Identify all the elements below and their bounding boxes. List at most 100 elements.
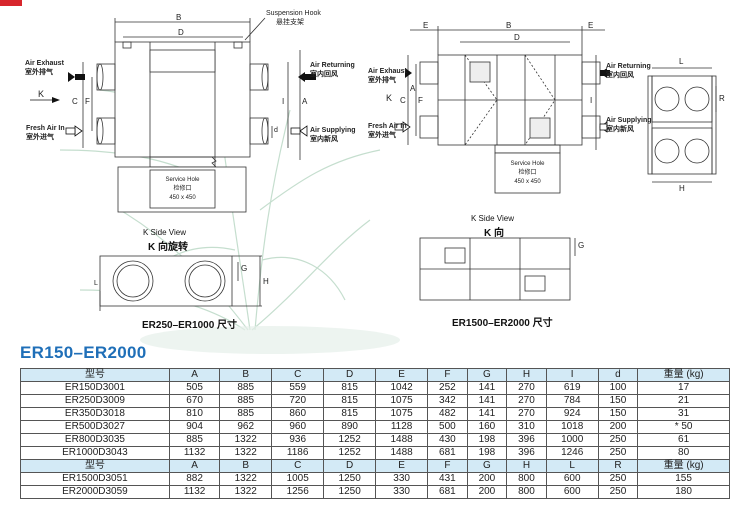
- value-cell: 141: [466, 381, 508, 395]
- right-dim-e-right: E: [588, 21, 594, 30]
- value-cell: 600: [545, 472, 599, 486]
- value-cell: 270: [506, 394, 547, 408]
- value-cell: R: [597, 459, 639, 473]
- end-dim-h: H: [679, 184, 685, 193]
- value-cell: 430: [427, 433, 468, 447]
- value-cell: 924: [545, 407, 599, 421]
- value-cell: 885: [219, 407, 273, 421]
- value-cell: 61: [637, 433, 730, 447]
- left-model-range: ER250–ER1000 尺寸: [142, 320, 238, 331]
- value-cell: 1042: [375, 381, 429, 395]
- value-cell: 1488: [375, 446, 429, 460]
- value-cell: 252: [427, 381, 468, 395]
- value-cell: 310: [506, 420, 547, 434]
- dim-d-small-label: d: [274, 127, 278, 134]
- value-cell: 396: [506, 433, 547, 447]
- value-cell: 200: [466, 485, 508, 499]
- dim-f-label: F: [85, 97, 90, 106]
- value-cell: 885: [219, 394, 273, 408]
- dim-i-label: I: [282, 97, 285, 106]
- dim-c-label: C: [72, 97, 78, 106]
- value-cell: 250: [597, 472, 639, 486]
- model-cell: ER250D3009: [20, 394, 170, 408]
- value-cell: 200: [597, 420, 639, 434]
- value-cell: 482: [427, 407, 468, 421]
- value-cell: 1246: [545, 446, 599, 460]
- value-cell: 141: [466, 394, 508, 408]
- value-cell: 150: [597, 407, 639, 421]
- right-dim-d: D: [514, 33, 520, 42]
- value-cell: 600: [545, 485, 599, 499]
- model-series-title: ER150–ER2000: [20, 343, 147, 362]
- value-cell: 1005: [271, 472, 325, 486]
- value-cell: I: [545, 368, 599, 382]
- value-cell: 1132: [168, 485, 221, 499]
- model-cell: ER150D3001: [20, 381, 170, 395]
- end-dim-r: R: [719, 94, 725, 103]
- value-cell: 270: [506, 381, 547, 395]
- value-cell: 882: [168, 472, 221, 486]
- value-cell: H: [506, 368, 547, 382]
- value-cell: L: [545, 459, 599, 473]
- left-side-view-caption-en: K Side View: [143, 228, 186, 237]
- service-hole-label: Service Hole 检修口 450 x 450: [165, 177, 200, 201]
- value-cell: 160: [466, 420, 508, 434]
- model-cell: ER2000D3059: [20, 485, 170, 499]
- right-service-hole-label: Service Hole 检修口 450 x 450: [510, 161, 545, 185]
- value-cell: 860: [271, 407, 325, 421]
- dim-a-label: A: [302, 97, 308, 106]
- value-cell: 1132: [168, 446, 221, 460]
- value-cell: G: [466, 459, 508, 473]
- value-cell: B: [219, 459, 273, 473]
- value-cell: 1186: [271, 446, 325, 460]
- value-cell: 198: [466, 446, 508, 460]
- value-cell: 784: [545, 394, 599, 408]
- value-cell: 619: [545, 381, 599, 395]
- value-cell: 1252: [323, 446, 377, 460]
- value-cell: 1075: [375, 407, 429, 421]
- right-model-range: ER1500–ER2000 尺寸: [452, 318, 553, 329]
- value-cell: 141: [466, 407, 508, 421]
- value-cell: 885: [168, 433, 221, 447]
- value-cell: 1000: [545, 433, 599, 447]
- model-cell: ER1000D3043: [20, 446, 170, 460]
- right-dim-e-left: E: [423, 21, 429, 30]
- value-cell: 1250: [323, 485, 377, 499]
- value-cell: 720: [271, 394, 325, 408]
- value-cell: D: [323, 459, 377, 473]
- value-cell: 1128: [375, 420, 429, 434]
- k-direction-label: K: [38, 89, 45, 99]
- right-dim-f: F: [418, 96, 423, 105]
- value-cell: 505: [168, 381, 221, 395]
- value-cell: 342: [427, 394, 468, 408]
- value-cell: 815: [323, 407, 377, 421]
- left-side-view-caption-cn: K 向旋转: [148, 242, 188, 253]
- right-side-view-caption-en: K Side View: [471, 214, 514, 223]
- value-cell: 681: [427, 485, 468, 499]
- value-cell: 100: [597, 381, 639, 395]
- value-cell: 800: [506, 472, 547, 486]
- value-cell: B: [219, 368, 273, 382]
- model-cell: 型号: [20, 368, 170, 382]
- dim-b-label: B: [176, 13, 182, 22]
- right-air-exhaust-label: Air Exhaust 室外排气: [368, 68, 407, 84]
- value-cell: D: [323, 368, 377, 382]
- value-cell: A: [168, 368, 221, 382]
- section-marker: [0, 0, 22, 6]
- air-supplying-label: Air Supplying 室内新风: [310, 127, 356, 143]
- value-cell: 1250: [323, 472, 377, 486]
- suspension-hook-label: Suspension Hook 悬挂支架: [266, 10, 321, 26]
- value-cell: 250: [597, 433, 639, 447]
- value-cell: 670: [168, 394, 221, 408]
- end-dim-l: L: [679, 57, 684, 66]
- value-cell: 815: [323, 394, 377, 408]
